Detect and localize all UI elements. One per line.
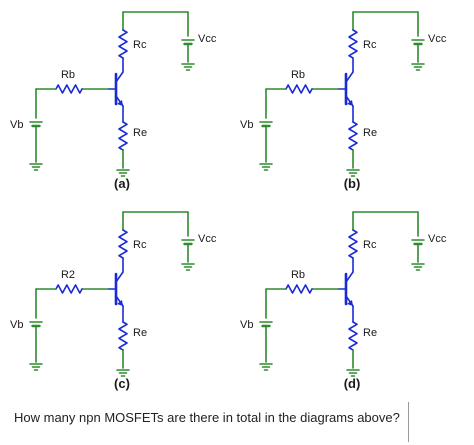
caption-c: (c): [114, 376, 130, 391]
vb-label: Vb: [240, 119, 253, 131]
re-label: Re: [363, 327, 377, 339]
vb-label: Vb: [240, 319, 253, 331]
transistor-collector: [115, 71, 124, 83]
rc-label: Rc: [133, 239, 147, 251]
base-resistor: [285, 284, 313, 294]
vb-label: Vb: [10, 119, 23, 131]
re-label: Re: [363, 127, 377, 139]
vcc-label: Vcc: [428, 233, 447, 245]
transistor-collector: [345, 71, 354, 83]
emitter-arrow: [117, 100, 123, 106]
vb-label: Vb: [10, 319, 23, 331]
transistor-collector: [115, 271, 124, 283]
vcc-label: Vcc: [198, 233, 217, 245]
rb-label: Rb: [291, 69, 305, 81]
caption-d: (d): [344, 376, 361, 391]
emitter-arrow: [347, 100, 353, 106]
rc-label: Rc: [363, 239, 377, 251]
collector-resistor: [348, 29, 358, 59]
base-resistor: [55, 84, 83, 94]
vcc-label: Vcc: [428, 33, 447, 45]
re-label: Re: [133, 327, 147, 339]
vcc-label: Vcc: [198, 33, 217, 45]
caption-b: (b): [344, 176, 361, 191]
rc-label: Rc: [133, 39, 147, 51]
text-cursor[interactable]: [408, 402, 409, 442]
base-resistor: [285, 84, 313, 94]
question-text: How many npn MOSFETs are there in total …: [14, 410, 400, 425]
caption-a: (a): [114, 176, 130, 191]
transistor-collector: [345, 271, 354, 283]
emitter-resistor: [348, 121, 358, 151]
re-label: Re: [133, 127, 147, 139]
collector-resistor: [118, 29, 128, 59]
collector-resistor: [118, 229, 128, 259]
base-resistor: [55, 284, 83, 294]
emitter-resistor: [118, 121, 128, 151]
emitter-resistor: [118, 321, 128, 351]
collector-resistor: [348, 229, 358, 259]
rb-label: Rb: [61, 69, 75, 81]
rc-label: Rc: [363, 39, 377, 51]
rb-label: R2: [61, 269, 75, 281]
emitter-resistor: [348, 321, 358, 351]
emitter-arrow: [117, 300, 123, 306]
emitter-arrow: [347, 300, 353, 306]
rb-label: Rb: [291, 269, 305, 281]
